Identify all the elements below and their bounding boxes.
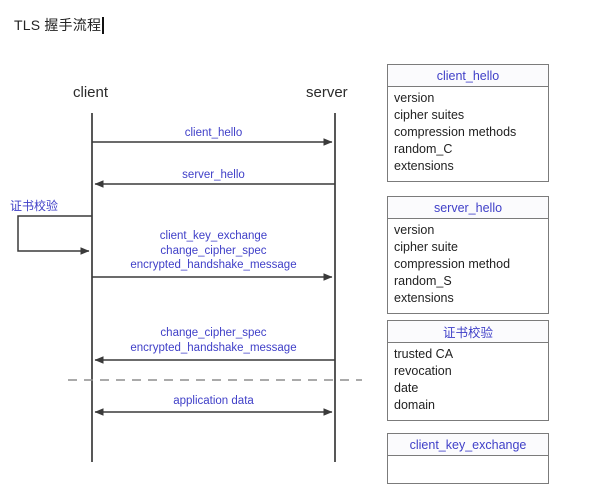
panel-row: revocation	[394, 364, 452, 378]
panel-header-client-hello: client_hello	[388, 65, 548, 87]
panel-row: compression methods	[394, 125, 517, 139]
page-title: TLS 握手流程	[14, 14, 105, 36]
message-line: client_key_exchange	[159, 230, 268, 242]
text-caret	[102, 16, 105, 34]
lifeline-label-client: client	[73, 84, 109, 101]
self-message-label-certificate-verify: 证书校验	[10, 199, 59, 213]
message-line: encrypted_handshake_message	[130, 259, 297, 271]
message-label-client-key-exchange-group: client_key_exchange change_cipher_spec e…	[92, 229, 335, 273]
message-label-server-change-cipher-group: change_cipher_spec encrypted_handshake_m…	[92, 326, 335, 355]
panel-header-certificate-verify: 证书校验	[388, 321, 548, 343]
panel-row: cipher suite	[394, 240, 458, 254]
message-line: encrypted_handshake_message	[130, 341, 297, 354]
panel-row: extensions	[394, 159, 454, 173]
panel-row: version	[394, 223, 435, 237]
panel-row: cipher suites	[394, 108, 465, 122]
panel-body-client-key-exchange	[388, 456, 548, 461]
panel-client-hello: client_hello version cipher suites compr…	[387, 64, 549, 182]
panel-row: domain	[394, 398, 435, 412]
panel-header-server-hello: server_hello	[388, 197, 548, 219]
panel-row: date	[394, 381, 419, 395]
message-line: change_cipher_spec	[160, 244, 267, 257]
message-label-client-hello: client_hello	[184, 127, 243, 139]
page-title-text: TLS 握手流程	[14, 17, 102, 33]
panel-row: random_S	[394, 274, 452, 288]
panel-body-certificate-verify: trusted CA revocation date domain	[388, 343, 548, 416]
panel-certificate-verify: 证书校验 trusted CA revocation date domain	[387, 320, 549, 421]
panel-row: version	[394, 91, 435, 105]
self-arrow-certificate-verify	[17, 215, 92, 255]
panel-server-hello: server_hello version cipher suite compre…	[387, 196, 549, 314]
panel-client-key-exchange: client_key_exchange	[387, 433, 549, 484]
panel-header-client-key-exchange: client_key_exchange	[388, 434, 548, 456]
lifeline-label-server: server	[306, 84, 348, 101]
panel-row: trusted CA	[394, 347, 454, 361]
panel-body-server-hello: version cipher suite compression method …	[388, 219, 548, 309]
panel-row: random_C	[394, 142, 453, 156]
panel-row: compression method	[394, 257, 511, 271]
message-label-application-data: application data	[173, 395, 254, 407]
message-label-server-hello: server_hello	[182, 169, 245, 181]
panel-row: extensions	[394, 291, 454, 305]
message-line: change_cipher_spec	[160, 327, 267, 339]
panel-body-client-hello: version cipher suites compression method…	[388, 87, 548, 177]
